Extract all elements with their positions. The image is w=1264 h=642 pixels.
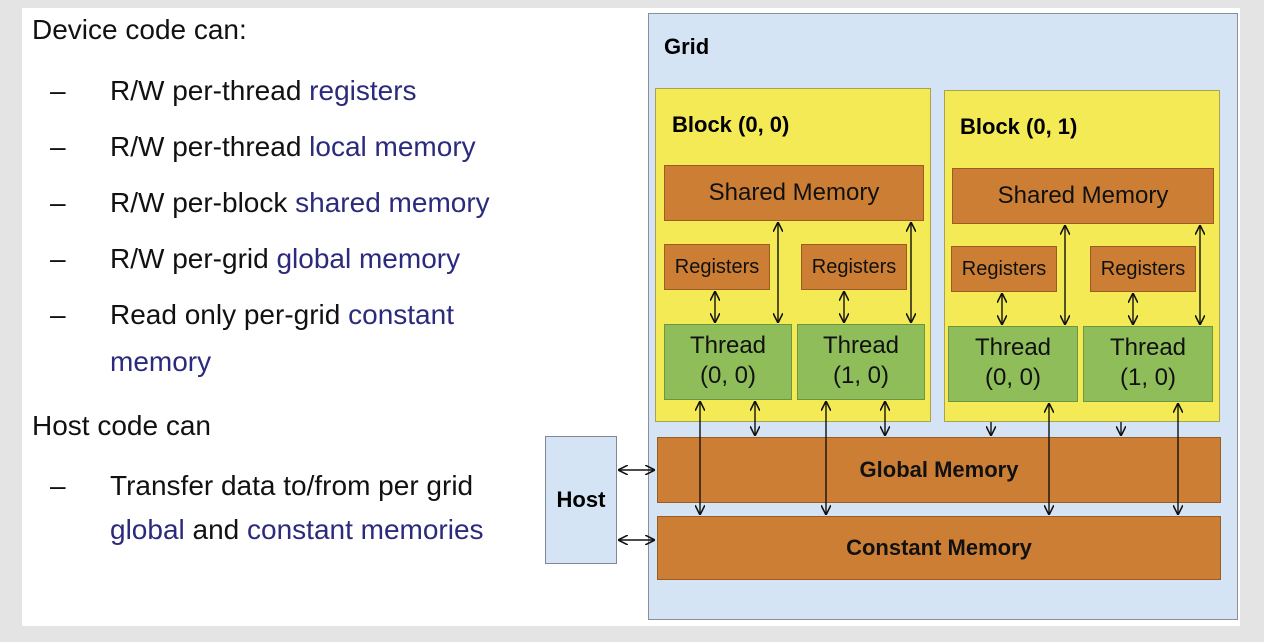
device-item-registers: R/W per-thread registers xyxy=(110,75,417,107)
bullet-dash: – xyxy=(50,243,66,274)
thread-index: (1, 0) xyxy=(1119,364,1176,391)
item-highlight: registers xyxy=(309,75,417,106)
item-highlight: global memory xyxy=(276,243,461,274)
block-label: Block (0, 0) xyxy=(672,112,790,137)
shared-memory: Shared Memory xyxy=(664,165,924,221)
host-highlight-constant: constant memories xyxy=(247,514,484,545)
item-text: R/W per-thread xyxy=(110,131,310,162)
item-highlight: local memory xyxy=(309,131,476,162)
thread-1-0: Thread (1, 0) xyxy=(1083,326,1213,402)
bullet-dash: – xyxy=(50,470,66,501)
thread-index: (0, 0) xyxy=(984,364,1041,391)
thread-label: Thread xyxy=(689,332,767,359)
bullet-dash: – xyxy=(50,299,66,330)
device-item-global-memory: R/W per-grid global memory xyxy=(110,243,460,275)
device-heading: Device code can: xyxy=(32,14,247,45)
bullet-dash: – xyxy=(50,75,66,106)
thread-index: (0, 0) xyxy=(699,362,756,389)
constant-memory: Constant Memory xyxy=(657,516,1221,580)
registers: Registers xyxy=(951,246,1057,292)
item-text: R/W per-block xyxy=(110,187,296,218)
block-label: Block (0, 1) xyxy=(960,114,1078,139)
device-item-constant-memory: Read only per-grid constant xyxy=(110,299,454,331)
thread-1-0: Thread (1, 0) xyxy=(797,324,925,400)
item-text: R/W per-thread xyxy=(110,75,310,106)
device-item-constant-memory-cont: memory xyxy=(110,346,212,377)
global-memory: Global Memory xyxy=(657,437,1221,503)
host-box: Host xyxy=(545,436,617,564)
thread-0-0: Thread (0, 0) xyxy=(948,326,1078,402)
host-item-and: and xyxy=(184,514,248,545)
thread-label: Thread xyxy=(1109,334,1187,361)
thread-label: Thread xyxy=(822,332,900,359)
item-text: R/W per-grid xyxy=(110,243,277,274)
thread-label: Thread xyxy=(974,334,1052,361)
host-highlight-global: global xyxy=(110,514,185,545)
thread-0-0: Thread (0, 0) xyxy=(664,324,792,400)
device-item-local-memory: R/W per-thread local memory xyxy=(110,131,476,163)
thread-index: (1, 0) xyxy=(832,362,889,389)
host-item-line2: global and constant memories xyxy=(110,514,484,546)
registers: Registers xyxy=(664,244,770,290)
bullet-dash: – xyxy=(50,131,66,162)
host-heading: Host code can xyxy=(32,410,211,441)
bullet-dash: – xyxy=(50,187,66,218)
item-text: Read only per-grid xyxy=(110,299,349,330)
registers: Registers xyxy=(801,244,907,290)
grid-label: Grid xyxy=(664,34,710,59)
item-highlight: constant xyxy=(348,299,454,330)
registers: Registers xyxy=(1090,246,1196,292)
shared-memory: Shared Memory xyxy=(952,168,1214,224)
host-item-line1: Transfer data to/from per grid xyxy=(110,470,474,501)
item-highlight: shared memory xyxy=(295,187,490,218)
device-item-shared-memory: R/W per-block shared memory xyxy=(110,187,490,219)
